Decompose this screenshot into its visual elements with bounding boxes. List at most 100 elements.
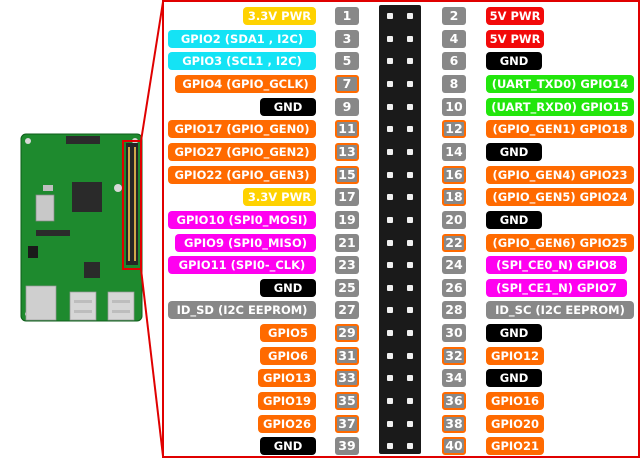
header-pin-1 xyxy=(383,9,397,23)
pin-label-25: GND xyxy=(260,279,316,297)
usb-port-slot-icon xyxy=(74,300,130,313)
header-pin-17 xyxy=(383,190,397,204)
pin-label-38: GPIO20 xyxy=(486,415,544,433)
pin-label-16: (GPIO_GEN4) GPIO23 xyxy=(486,166,634,184)
pin-number-36: 36 xyxy=(442,392,466,410)
pin-label-9: GND xyxy=(260,98,316,116)
header-pin-39 xyxy=(383,439,397,453)
header-pin-31 xyxy=(383,349,397,363)
pin-number-5: 5 xyxy=(335,52,359,70)
pin-number-38: 38 xyxy=(442,415,466,433)
pin-label-2: 5V PWR xyxy=(486,7,544,25)
pin-label-13: GPIO27 (GPIO_GEN2) xyxy=(168,143,316,161)
header-pin-38 xyxy=(403,417,417,431)
pin-number-14: 14 xyxy=(442,143,466,161)
header-pin-13 xyxy=(383,145,397,159)
pin-number-13: 13 xyxy=(335,143,359,161)
header-pin-2 xyxy=(403,9,417,23)
header-pin-11 xyxy=(383,122,397,136)
zoom-frame xyxy=(162,0,640,458)
micro-usb-port xyxy=(43,185,53,191)
header-highlight-box xyxy=(122,140,142,270)
pin-label-28: ID_SC (I2C EEPROM) xyxy=(486,301,634,319)
pin-number-16: 16 xyxy=(442,166,466,184)
pin-label-19: GPIO10 (SPI0_MOSI) xyxy=(168,211,316,229)
pin-number-1: 1 xyxy=(335,7,359,25)
pin-label-7: GPIO4 (GPIO_GCLK) xyxy=(175,75,316,93)
pin-label-8: (UART_TXD0) GPIO14 xyxy=(486,75,634,93)
pin-label-10: (UART_RXD0) GPIO15 xyxy=(486,98,634,116)
pin-label-21: GPIO9 (SPI0_MISO) xyxy=(175,234,316,252)
pin-number-35: 35 xyxy=(335,392,359,410)
pin-label-6: GND xyxy=(486,52,542,70)
pin-number-4: 4 xyxy=(442,30,466,48)
pin-number-23: 23 xyxy=(335,256,359,274)
pin-label-32: GPIO12 xyxy=(486,347,544,365)
pin-number-22: 22 xyxy=(442,234,466,252)
header-pin-40 xyxy=(403,439,417,453)
pin-label-39: GND xyxy=(260,437,316,455)
pin-number-31: 31 xyxy=(335,347,359,365)
pin-label-37: GPIO26 xyxy=(258,415,316,433)
header-pin-8 xyxy=(403,77,417,91)
header-pin-14 xyxy=(403,145,417,159)
header-pin-37 xyxy=(383,417,397,431)
pin-label-27: ID_SD (I2C EEPROM) xyxy=(168,301,316,319)
pin-number-34: 34 xyxy=(442,369,466,387)
header-pin-28 xyxy=(403,303,417,317)
zoom-line-bottom xyxy=(140,268,164,457)
pin-number-10: 10 xyxy=(442,98,466,116)
pin-number-28: 28 xyxy=(442,301,466,319)
pin-label-18: (GPIO_GEN5) GPIO24 xyxy=(486,188,634,206)
pin-label-22: (GPIO_GEN6) GPIO25 xyxy=(486,234,634,252)
pin-label-24: (SPI_CE0_N) GPIO8 xyxy=(486,256,627,274)
pin-header-strip xyxy=(379,5,421,454)
header-pin-9 xyxy=(383,100,397,114)
pin-number-32: 32 xyxy=(442,347,466,365)
pin-label-12: (GPIO_GEN1) GPIO18 xyxy=(486,120,634,138)
raspberry-logo-icon xyxy=(114,184,122,192)
pin-label-33: GPIO13 xyxy=(258,369,316,387)
audio-jack xyxy=(28,246,38,258)
pin-label-26: (SPI_CE1_N) GPIO7 xyxy=(486,279,627,297)
pin-number-21: 21 xyxy=(335,234,359,252)
pin-number-27: 27 xyxy=(335,301,359,319)
board-gpio-header xyxy=(126,143,138,265)
pin-number-29: 29 xyxy=(335,324,359,342)
header-pin-35 xyxy=(383,394,397,408)
header-pin-32 xyxy=(403,349,417,363)
pin-number-33: 33 xyxy=(335,369,359,387)
header-pin-12 xyxy=(403,122,417,136)
pin-label-29: GPIO5 xyxy=(260,324,316,342)
header-pin-16 xyxy=(403,168,417,182)
pin-label-3: GPIO2 (SDA1 , I2C) xyxy=(168,30,316,48)
header-pin-26 xyxy=(403,281,417,295)
pin-number-8: 8 xyxy=(442,75,466,93)
pin-number-7: 7 xyxy=(335,75,359,93)
mounting-hole xyxy=(25,138,31,144)
pin-label-40: GPIO21 xyxy=(486,437,544,455)
pin-number-12: 12 xyxy=(442,120,466,138)
header-pin-30 xyxy=(403,326,417,340)
header-pin-4 xyxy=(403,32,417,46)
pin-label-35: GPIO19 xyxy=(258,392,316,410)
header-pin-20 xyxy=(403,213,417,227)
pin-number-3: 3 xyxy=(335,30,359,48)
header-pin-22 xyxy=(403,236,417,250)
pin-number-17: 17 xyxy=(335,188,359,206)
pin-label-23: GPIO11 (SPI0-_CLK) xyxy=(168,256,316,274)
board-gpio-pin-dots xyxy=(128,147,136,261)
header-pin-36 xyxy=(403,394,417,408)
header-pin-3 xyxy=(383,32,397,46)
header-pin-33 xyxy=(383,371,397,385)
header-pin-23 xyxy=(383,258,397,272)
pin-label-4: 5V PWR xyxy=(486,30,544,48)
pin-number-26: 26 xyxy=(442,279,466,297)
pin-number-24: 24 xyxy=(442,256,466,274)
pin-label-15: GPIO22 (GPIO_GEN3) xyxy=(168,166,316,184)
pin-number-30: 30 xyxy=(442,324,466,342)
display-connector xyxy=(66,136,100,144)
pin-label-20: GND xyxy=(486,211,542,229)
header-pin-21 xyxy=(383,236,397,250)
header-pin-25 xyxy=(383,281,397,295)
